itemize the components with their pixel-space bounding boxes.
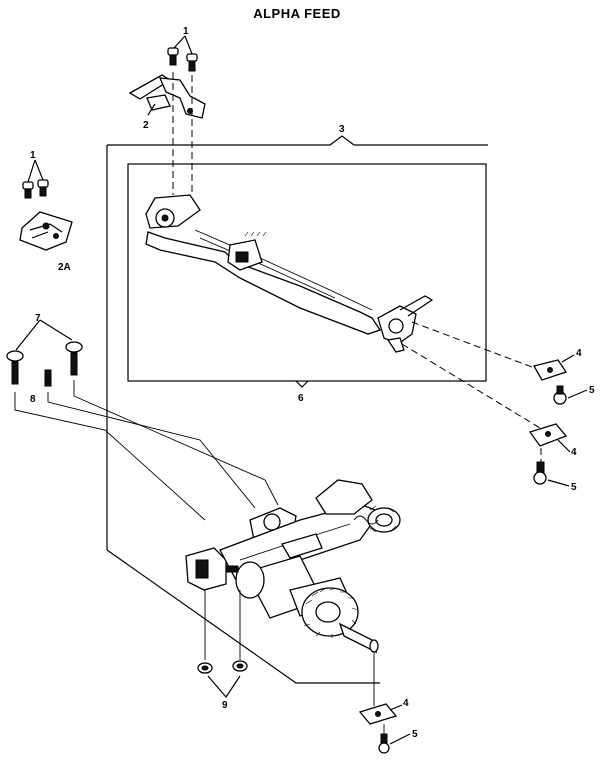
feed-bar-box-part-6 xyxy=(127,163,487,388)
label-3: 3 xyxy=(339,124,345,135)
label-4-bottom: 4 xyxy=(403,698,409,709)
label-2: 2 xyxy=(143,120,149,131)
diagram-title: ALPHA FEED xyxy=(253,6,341,21)
label-4-middle: 4 xyxy=(571,447,577,458)
leader-4-upper xyxy=(561,354,575,363)
assembly-outline-part-3 xyxy=(106,135,488,684)
leader-4-middle xyxy=(557,439,571,453)
set-screw-part-8 xyxy=(44,369,52,387)
screw-part-5-upper xyxy=(553,385,567,405)
screw-part-5-bottom xyxy=(378,733,390,754)
leader-4-bottom xyxy=(389,704,403,711)
label-9: 9 xyxy=(222,700,228,711)
label-4-upper: 4 xyxy=(576,348,582,359)
guide-line-screw-8 xyxy=(47,392,256,509)
shoulder-screws-part-7 xyxy=(6,341,83,385)
leader-9 xyxy=(207,675,241,698)
label-5-bottom: 5 xyxy=(412,729,418,740)
leader-5-middle xyxy=(547,479,570,487)
bracket-part-2a xyxy=(19,211,73,251)
label-5-middle: 5 xyxy=(571,482,577,493)
feed-bar-drawing xyxy=(145,194,434,353)
label-5-upper: 5 xyxy=(589,385,595,396)
leader-7 xyxy=(15,319,73,351)
label-8: 8 xyxy=(30,394,36,405)
label-6: 6 xyxy=(298,393,304,404)
feed-shaft-assembly-drawing xyxy=(185,479,401,654)
guide-line-screw-7-right xyxy=(73,380,279,506)
label-2a: 2A xyxy=(58,262,71,273)
label-7: 7 xyxy=(35,313,41,324)
clamp-part-4-bottom xyxy=(358,703,398,725)
guide-line-screw-7-left xyxy=(14,392,206,521)
bracket-part-2 xyxy=(128,74,206,119)
leader-5-bottom xyxy=(389,733,411,745)
guide-line-right-upper xyxy=(411,321,541,371)
top-screws-part-1 xyxy=(167,35,198,72)
clamp-part-4-upper xyxy=(533,359,568,381)
label-1-left: 1 xyxy=(30,150,36,161)
clamp-part-4-middle xyxy=(528,423,568,447)
screw-part-5-middle xyxy=(533,461,547,485)
left-screws-part-1 xyxy=(22,159,49,199)
leader-5-upper xyxy=(567,389,588,399)
label-1-top: 1 xyxy=(183,26,189,37)
nuts-part-9 xyxy=(197,660,248,674)
guide-line-right-lower xyxy=(401,343,541,429)
